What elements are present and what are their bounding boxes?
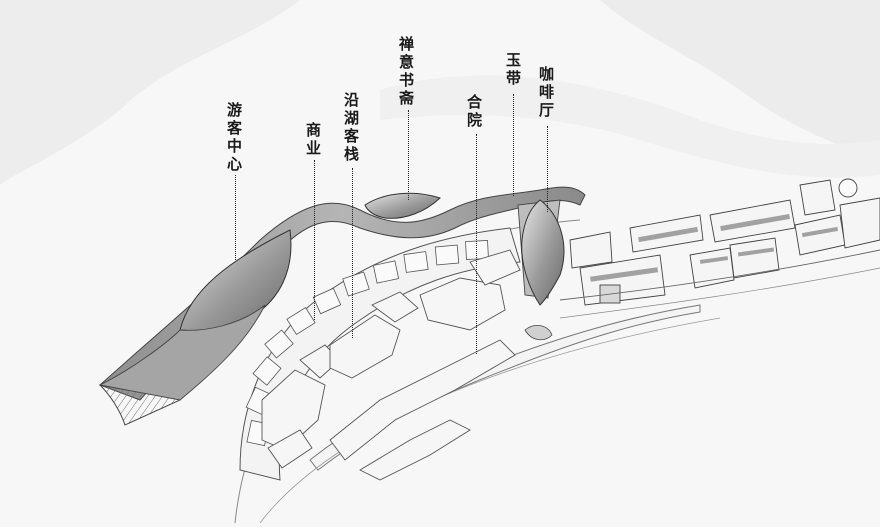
commercial-cluster (261, 344, 341, 469)
label-commercial: 商业 (304, 122, 322, 158)
label-jade-belt: 玉带 (504, 52, 522, 88)
mist-top-right (600, 0, 880, 160)
mist-top-left (0, 0, 300, 185)
pavilion-leaf (524, 325, 553, 341)
mist-band (380, 75, 880, 178)
visitor-center-ribbon-body (98, 304, 266, 401)
leader-zen-study (408, 110, 409, 200)
leader-jade-belt (513, 94, 514, 196)
label-visitor-center: 游客中心 (225, 102, 243, 174)
label-courtyard: 合院 (465, 94, 483, 130)
east-building-row (569, 178, 880, 306)
label-cafe: 咖啡厅 (537, 66, 555, 120)
east-row-roof-shading (590, 213, 839, 282)
label-lakeside-inn: 沿湖客栈 (342, 92, 360, 164)
leader-commercial (314, 160, 315, 320)
label-zen-study: 禅意书斋 (397, 36, 415, 108)
leader-visitor-center (235, 175, 236, 260)
lakeside-inn-cluster (329, 291, 419, 379)
courtyard-cluster (329, 249, 521, 481)
leader-courtyard (476, 134, 477, 354)
east-street-line-2 (559, 267, 880, 319)
east-street-line (559, 249, 880, 301)
outer-arc-units (245, 240, 489, 447)
zen-study-leaf-roof (364, 192, 441, 219)
leader-cafe (547, 126, 548, 212)
leader-lakeside-inn (352, 168, 353, 338)
cafe-leaf-roof (521, 199, 565, 306)
path-line (259, 317, 721, 524)
